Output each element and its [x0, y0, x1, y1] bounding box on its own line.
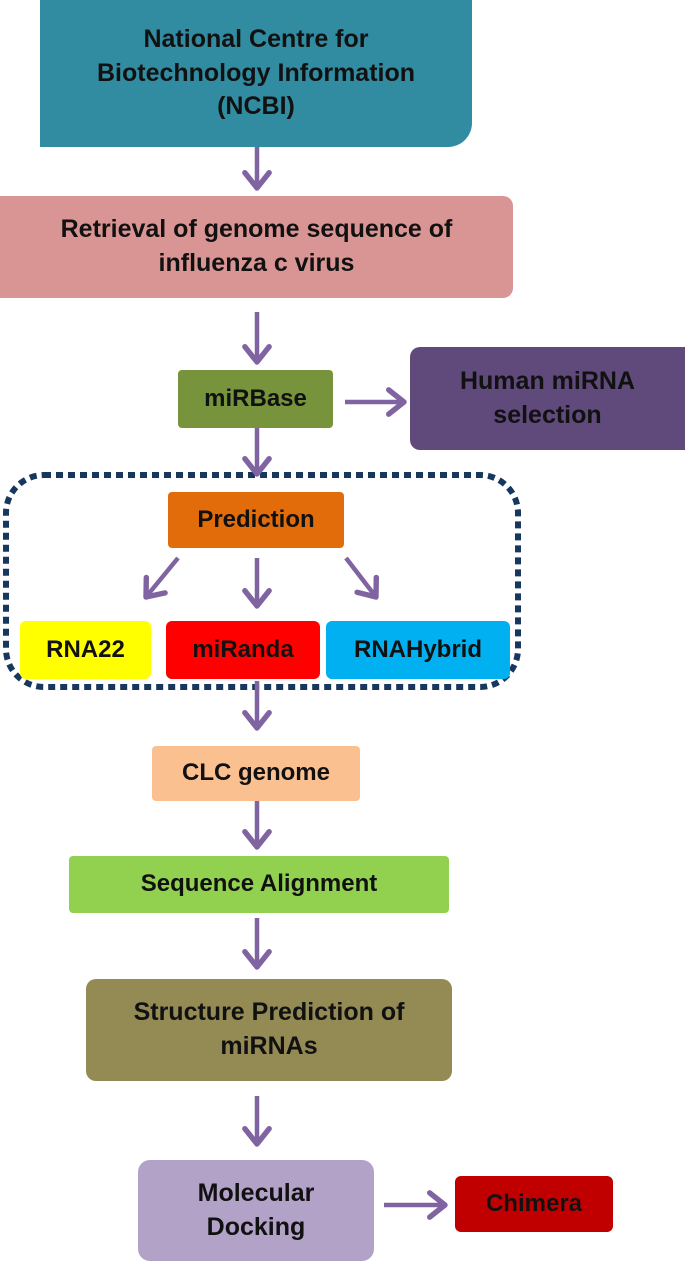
node-docking-line: Molecular	[197, 1178, 315, 1207]
node-ncbi-line: National Centre for	[143, 24, 369, 53]
node-prediction-label: Prediction	[197, 505, 315, 533]
node-miranda: miRanda	[166, 621, 320, 679]
node-structure-prediction: Structure Prediction of miRNAs	[86, 979, 452, 1081]
node-clc-label: CLC genome	[181, 759, 330, 787]
node-chimera-label: Chimera	[485, 1189, 583, 1217]
node-prediction: Prediction	[168, 492, 344, 548]
node-struct-line: Structure Prediction of	[133, 998, 405, 1027]
node-sequence-alignment: Sequence Alignment	[69, 856, 449, 913]
node-mirbase: miRBase	[178, 370, 333, 428]
node-chimera: Chimera	[455, 1176, 613, 1232]
edge-prediction-rna22	[143, 556, 180, 600]
node-miranda-label: miRanda	[192, 635, 294, 663]
node-docking-line: Docking	[206, 1212, 306, 1241]
node-rnahybrid: RNAHybrid	[326, 621, 510, 679]
node-retrieval-line: Retrieval of genome sequence of	[60, 215, 453, 244]
node-rna22: RNA22	[20, 621, 151, 679]
node-seq-label: Sequence Alignment	[140, 870, 378, 898]
node-ncbi-line: Biotechnology Information	[96, 58, 416, 87]
node-rnahybrid-label: RNAHybrid	[353, 635, 482, 663]
node-human-line: selection	[493, 400, 602, 429]
node-retrieval-line: influenza c virus	[158, 249, 355, 277]
node-mirbase-label: miRBase	[204, 384, 307, 412]
node-clc-genome: CLC genome	[152, 746, 360, 801]
node-rna22-label: RNA22	[46, 635, 125, 663]
node-human-line: Human miRNA	[459, 366, 635, 395]
node-struct-line: miRNAs	[220, 1032, 318, 1060]
node-ncbi-line: (NCBI)	[217, 92, 295, 121]
node-human-mirna-selection: Human miRNA selection	[410, 347, 685, 450]
node-retrieval: Retrieval of genome sequence of influenza…	[0, 196, 513, 298]
edge-prediction-rnahybrid	[344, 556, 380, 600]
